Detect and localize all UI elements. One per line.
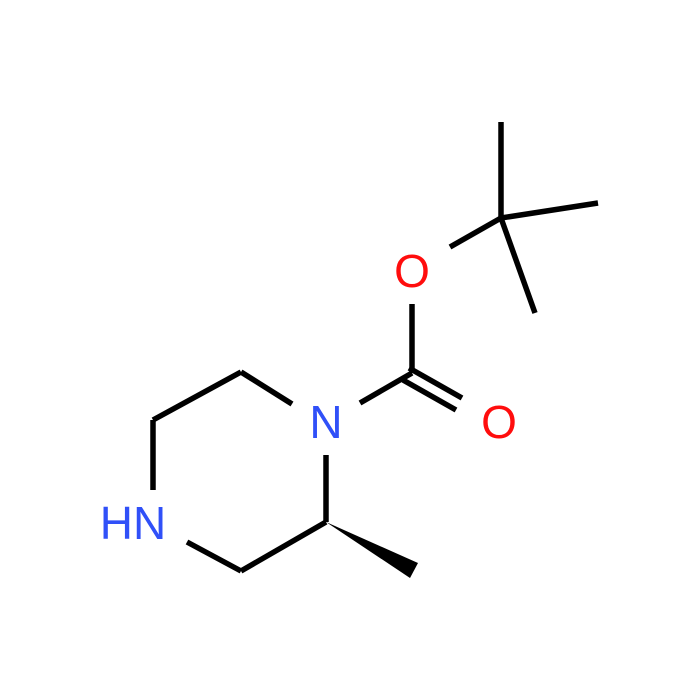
bond-tbu-oxygen [448, 215, 503, 250]
bond-carbonyl-double-2 [401, 377, 458, 413]
bond-ring-nh-c5 [185, 539, 243, 574]
atom-label-ring-nitrogen: N [309, 396, 342, 448]
bond-ring-c2-c3 [151, 369, 243, 423]
bond-ring-c5-c6 [239, 519, 328, 574]
bond-carbonyl-nitrogen [358, 370, 414, 406]
atom-label-ring-nh: HN [100, 497, 166, 549]
atom-label-ester-oxygen: O [394, 245, 430, 297]
wedge-bond-methyl [326, 522, 418, 578]
bond-tbu-methyl-right [500, 200, 599, 221]
bond-tbu-methyl-bottom [498, 217, 538, 314]
bond-carbonyl-double-1 [407, 365, 464, 401]
bond-ring-n-c2 [239, 369, 294, 407]
atom-label-carbonyl-oxygen: O [481, 396, 517, 448]
